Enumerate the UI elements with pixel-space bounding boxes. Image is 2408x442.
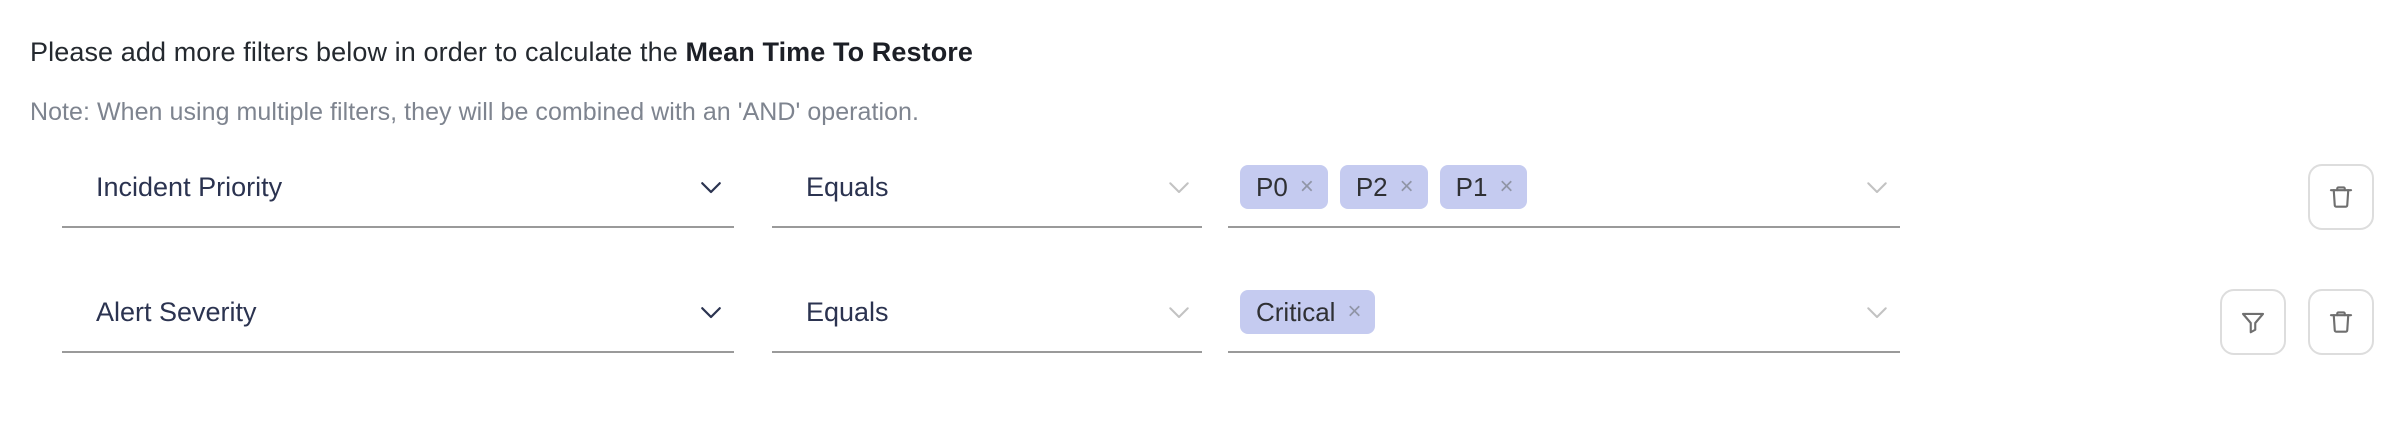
filter-value-chip-list: Critical ×: [1240, 290, 1860, 346]
chip-remove-icon[interactable]: ×: [1347, 298, 1362, 325]
filter-value-chip[interactable]: Critical ×: [1240, 290, 1376, 334]
filter-operator-select[interactable]: Equals: [772, 160, 1202, 228]
delete-filter-button[interactable]: [2308, 289, 2374, 355]
chevron-down-icon: [1860, 170, 1894, 204]
chevron-down-icon: [1860, 295, 1894, 329]
filter-field-select[interactable]: Incident Priority: [62, 160, 734, 228]
chevron-down-icon: [1162, 295, 1196, 329]
chip-label: P0: [1256, 172, 1288, 202]
filter-value-chip-list: P0 × P2 × P1 ×: [1240, 165, 1860, 221]
filter-operator-value: Equals: [806, 297, 889, 327]
filter-operator-select[interactable]: Equals: [772, 285, 1202, 353]
funnel-icon: [2238, 307, 2268, 337]
filter-value-chip[interactable]: P0 ×: [1240, 165, 1328, 209]
filter-value-multiselect[interactable]: P0 × P2 × P1 ×: [1228, 160, 1900, 228]
filter-value-multiselect[interactable]: Critical ×: [1228, 285, 1900, 353]
chevron-down-icon: [694, 295, 728, 329]
filter-instruction-prefix: Please add more filters below in order t…: [30, 37, 686, 67]
filter-value-chip[interactable]: P2 ×: [1339, 165, 1428, 209]
chip-label: P1: [1455, 172, 1488, 202]
chip-remove-icon[interactable]: ×: [1299, 173, 1314, 200]
filter-field-select[interactable]: Alert Severity: [62, 285, 734, 353]
chip-remove-icon[interactable]: ×: [1399, 173, 1414, 200]
chevron-down-icon: [694, 170, 728, 204]
trash-icon: [2326, 307, 2356, 337]
chip-label: Critical: [1256, 297, 1336, 327]
filter-row: Incident Priority Equals P0 ×: [0, 160, 2408, 230]
filter-note-text: Note: When using multiple filters, they …: [30, 98, 920, 126]
trash-icon: [2326, 182, 2356, 212]
metric-name: Mean Time To Restore: [685, 37, 974, 67]
chip-remove-icon[interactable]: ×: [1499, 173, 1514, 200]
filter-row-actions: [2308, 162, 2374, 232]
filter-field-value: Alert Severity: [96, 297, 257, 327]
filter-field-value: Incident Priority: [96, 172, 283, 202]
chip-label: P2: [1355, 172, 1388, 202]
filter-row: Alert Severity Equals Critical ×: [0, 285, 2408, 355]
filter-value-chip[interactable]: P1 ×: [1439, 165, 1528, 209]
chevron-down-icon: [1162, 170, 1196, 204]
delete-filter-button[interactable]: [2308, 164, 2374, 230]
filter-instruction-text: Please add more filters below in order t…: [30, 36, 973, 68]
filter-row-actions: [2220, 287, 2374, 357]
add-nested-filter-button[interactable]: [2220, 289, 2286, 355]
filter-operator-value: Equals: [806, 172, 889, 202]
